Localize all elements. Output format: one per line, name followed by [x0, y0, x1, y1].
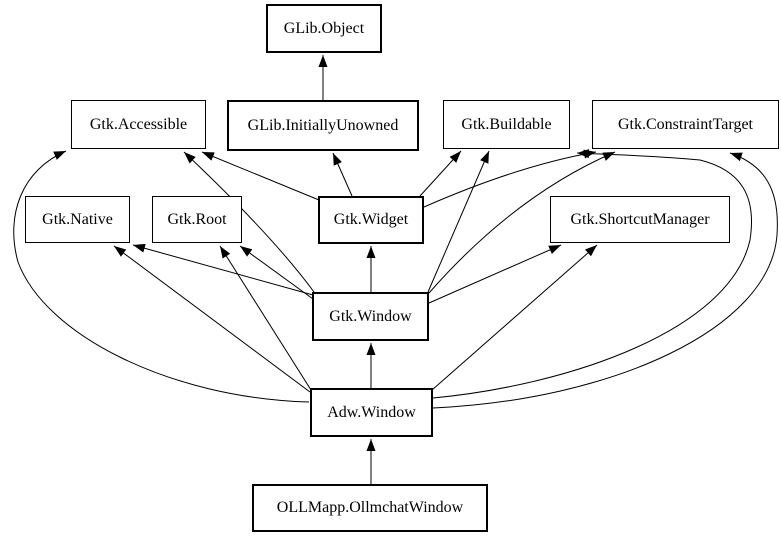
edge-adwwindow-to-accessible — [13, 150, 310, 403]
edge-adwwindow-to-root — [219, 245, 312, 391]
node-adw-window: Adw.Window — [310, 388, 433, 437]
node-adw-window-label: Adw.Window — [327, 403, 416, 421]
edge-widget-to-buildable — [419, 150, 462, 197]
edge-adwwindow-to-shortcutmanager — [431, 244, 598, 391]
node-gtk-shortcutmanager-label: Gtk.ShortcutManager — [570, 210, 710, 228]
node-gtk-accessible-label: Gtk.Accessible — [89, 115, 188, 133]
node-gtk-window: Gtk.Window — [312, 292, 429, 341]
node-glib-initiallyunowned: GLib.InitiallyUnowned — [227, 100, 419, 151]
node-gtk-buildable-label: Gtk.Buildable — [461, 115, 552, 133]
node-gtk-constrainttarget-label: Gtk.ConstraintTarget — [617, 115, 753, 133]
edge-window-to-accessible — [183, 151, 315, 293]
node-glib-initiallyunowned-label: GLib.InitiallyUnowned — [247, 116, 399, 134]
node-gtk-native: Gtk.Native — [25, 196, 130, 243]
edge-window-to-buildable — [427, 150, 490, 293]
edge-widget-to-initiallyunowned — [332, 152, 353, 197]
node-gtk-shortcutmanager: Gtk.ShortcutManager — [550, 196, 730, 243]
node-glib-object: GLib.Object — [266, 4, 382, 53]
edge-adwwindow-to-native — [113, 245, 311, 393]
node-gtk-widget-label: Gtk.Widget — [333, 211, 409, 228]
edge-widget-to-accessible — [201, 151, 320, 201]
edge-window-to-shortcutmanager — [428, 244, 562, 304]
edge-window-to-constrainttarget — [428, 151, 616, 294]
edge-window-to-native — [132, 243, 314, 296]
node-gtk-window-label: Gtk.Window — [329, 307, 412, 325]
node-gtk-native-label: Gtk.Native — [42, 210, 113, 228]
node-ollmapp-ollmchatwindow: OLLMapp.OllmchatWindow — [252, 484, 488, 532]
node-gtk-root: Gtk.Root — [152, 196, 242, 243]
edge-adwwindow-to-constrainttarget — [432, 152, 778, 409]
node-glib-object-label: GLib.Object — [283, 19, 365, 37]
node-gtk-accessible: Gtk.Accessible — [71, 100, 206, 149]
node-gtk-constrainttarget: Gtk.ConstraintTarget — [592, 100, 779, 149]
node-gtk-buildable: Gtk.Buildable — [443, 100, 570, 149]
edge-adwwindow-to-buildable — [432, 149, 752, 399]
node-ollmapp-ollmchatwindow-label: OLLMapp.OllmchatWindow — [276, 499, 464, 516]
node-gtk-root-label: Gtk.Root — [167, 210, 227, 228]
edge-window-to-root — [239, 245, 314, 300]
node-gtk-widget: Gtk.Widget — [318, 196, 424, 244]
